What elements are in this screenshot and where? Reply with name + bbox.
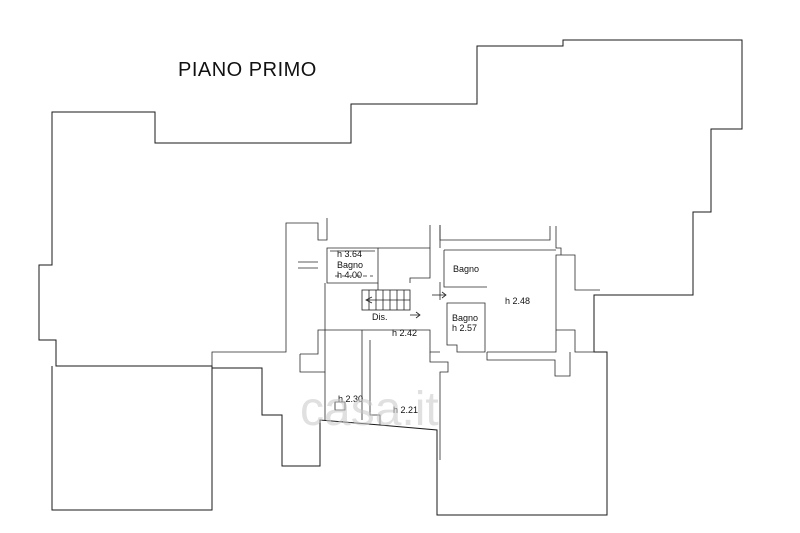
watermark: casa.it bbox=[300, 383, 439, 436]
corridor-walls bbox=[324, 225, 441, 353]
room-label-h-2-21: h 2.21 bbox=[393, 405, 418, 415]
room-label-h-2-42: h 2.42 bbox=[392, 328, 417, 338]
room-label-h-4-00: h 4.00 bbox=[337, 270, 362, 280]
room-label-bagno-3: Bagno bbox=[452, 313, 478, 323]
west-wing-outline bbox=[51, 366, 213, 511]
door-arrow-2 bbox=[410, 311, 421, 319]
room-south-walls bbox=[324, 340, 571, 460]
door-arrow-1 bbox=[432, 291, 447, 299]
room-label-h-2-48: h 2.48 bbox=[505, 296, 530, 306]
room-label-h-3-64: h 3.64 bbox=[337, 249, 362, 259]
room-label-dis: Dis. bbox=[372, 312, 388, 322]
room-label-bagno-2: Bagno bbox=[453, 264, 479, 274]
staircase bbox=[361, 289, 411, 311]
plan-title: PIANO PRIMO bbox=[178, 59, 317, 81]
building-outline bbox=[38, 39, 743, 516]
inner-wall-left bbox=[211, 218, 328, 373]
room-east-walls bbox=[439, 225, 600, 353]
room-label-h-2-30: h 2.30 bbox=[338, 394, 363, 404]
room-label-h-2-57: h 2.57 bbox=[452, 323, 477, 333]
room-label-bagno-1: Bagno bbox=[337, 260, 363, 270]
